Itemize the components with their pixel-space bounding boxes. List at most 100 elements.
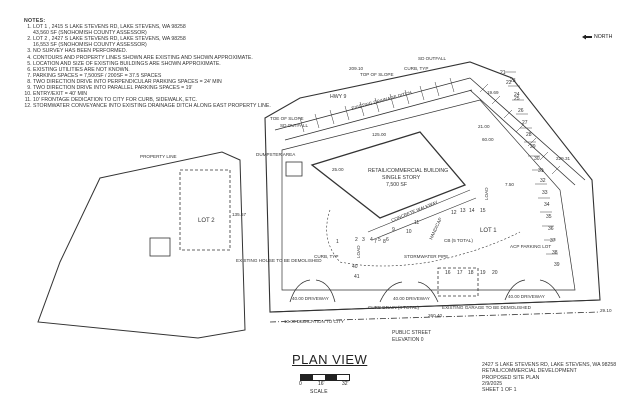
walkway-edge (367, 189, 471, 233)
label-handicap: HANDICAP (428, 217, 443, 241)
label-sd-outfall-top: SD OUTFALL (418, 56, 447, 61)
note-item: EXISTING UTILITIES ARE NOT KNOWN. (33, 67, 324, 73)
building-footprint (310, 131, 467, 219)
lot1-boundary (264, 61, 601, 313)
dumpster-enclosure (285, 161, 303, 177)
stall-number: 20 (492, 270, 498, 276)
label-acp: ACP PARKING LOT (510, 244, 551, 249)
label-dim-125: 125.00 (372, 132, 386, 137)
north-label: NORTH (594, 34, 613, 40)
stall-number: 28 (526, 132, 532, 138)
stall-number: 15 (480, 208, 486, 214)
label-dim-260: 260.40 (428, 313, 442, 318)
label-driveway-2: 40.00 DRIVEWAY (393, 296, 430, 301)
label-dim-21: 21.00 (478, 124, 490, 129)
ditch-line (284, 89, 473, 141)
stall-number: 16 (445, 270, 451, 276)
label-dim-7-5: 7.50 (505, 182, 514, 187)
scale-bar-graphic (300, 374, 350, 381)
stall-number: 18 (468, 270, 474, 276)
label-existing-garage: EXISTING GARAGE TO BE DEMOLISHED (442, 305, 532, 310)
note-item: LOCATION AND SIZE OF EXISTING BUILDINGS … (33, 61, 324, 67)
stall-number: 39 (554, 262, 560, 268)
label-load-1: LOAD (484, 187, 489, 200)
parking-lot-boundary (281, 99, 576, 291)
stall-number: 26 (518, 108, 524, 114)
label-stormwater-pipe: STORMWATER PIPE (404, 254, 448, 259)
label-curb-typ: CURB, TYP (404, 66, 428, 71)
label-sd-outfall-left: SD OUTFALL (280, 123, 309, 128)
stall-number: 23 (510, 78, 516, 84)
parking-stall-numbers: 1 2 3 4 5 6 7 8 9 10 11 12 13 14 15 16 1… (336, 70, 560, 280)
title-block-sheet-title: PROPOSED SITE PLAN (482, 374, 540, 381)
note-text: LOT 1 , 2415 S LAKE STEVENS RD, LAKE STE… (33, 24, 186, 31)
scale-label: SCALE (310, 389, 328, 395)
note-item: ENTRY/EXIT = 40' MIN (33, 91, 324, 97)
scale-ticks: 0 16' 32' (299, 381, 360, 389)
stall-number: 17 (457, 270, 463, 276)
note-item: TWO DIRECTION DRIVE INTO PERPENDICULAR P… (33, 79, 324, 85)
stall-number: 13 (460, 208, 466, 214)
notes-list: LOT 1 , 2415 S LAKE STEVENS RD, LAKE STE… (24, 24, 324, 109)
note-item: PARKING SPACES = 7,500SF / 200SF = 37.5 … (33, 73, 324, 79)
ditch-line (469, 77, 586, 181)
label-dim-135: 135.57 (232, 212, 246, 217)
label-curb-drain: CURB DRAIN (4 TOTAL) (368, 305, 420, 310)
label-driveway-3: 40.00 DRIVEWAY (508, 294, 545, 299)
stall-number: 37 (550, 238, 556, 244)
label-dim-29: 29.10 (600, 308, 612, 313)
label-load-2: LOAD (356, 245, 361, 258)
label-bldg-area: 7,500 SF (386, 182, 407, 188)
street-edge (269, 299, 601, 313)
ditch-line (274, 77, 471, 131)
note-text: 43,560 SF (SNOHOMISH COUNTY ASSESSOR) (33, 30, 147, 37)
stall-number: 5 (378, 237, 381, 243)
stall-number: 36 (548, 226, 554, 232)
note-item: 10' FRONTAGE DEDICATION TO CITY FOR CURB… (33, 97, 324, 103)
slope-hatch (299, 77, 561, 175)
stall-number: 12 (451, 210, 457, 216)
note-item: LOT 2 , 2427 S LAKE STEVENS RD, LAKE STE… (33, 36, 324, 48)
stall-number: 30 (534, 156, 540, 162)
label-ditch: EXISTING DRAINAGE DITCH (351, 90, 412, 111)
note-item: NO SURVEY HAS BEEN PERFORMED. (33, 48, 324, 54)
scale-tick-label: 0 (299, 381, 302, 387)
stormwater-pipe (326, 209, 521, 267)
dedication-line (269, 311, 601, 323)
stall-number: 38 (552, 250, 558, 256)
stall-number: 32 (540, 178, 546, 184)
stall-number: 21 (500, 70, 506, 76)
label-dim-19-69: 19.69 (487, 90, 499, 95)
stall-number: 25 (514, 96, 520, 102)
plan-view-title: PLAN VIEW (292, 352, 368, 367)
scale-tick-label: 16' (318, 381, 325, 387)
label-hwy: HWY 9 (330, 94, 346, 100)
driveway-curve (417, 281, 439, 303)
stall-number: 27 (522, 120, 528, 126)
stall-number: 7 (374, 239, 377, 245)
north-arrow: NORTH (582, 34, 612, 40)
existing-garage (437, 267, 479, 297)
stall-number: 14 (469, 208, 475, 214)
existing-house (179, 169, 231, 251)
label-dumpster: DUMPSTER AREA (256, 152, 296, 157)
notes-block: NOTES: LOT 1 , 2415 S LAKE STEVENS RD, L… (24, 18, 324, 109)
label-building: RETAIL/COMMERCIAL BUILDING (368, 168, 448, 174)
label-toe-of-slope: TOE OF SLOPE (270, 116, 304, 121)
stall-number: 31 (538, 168, 544, 174)
stall-number: 4 (370, 237, 373, 243)
driveway-curve (504, 279, 526, 301)
title-block-sheet-number: SHEET 1 OF 1 (482, 387, 517, 394)
label-lot2: LOT 2 (198, 218, 215, 224)
title-block: 2427 S LAKE STEVENS RD, LAKE STEVENS, WA… (482, 362, 616, 393)
label-top-of-slope: TOP OF SLOPE (360, 72, 394, 77)
stall-number: 34 (544, 202, 550, 208)
stall-number: 3 (362, 237, 365, 243)
ditch-line (469, 89, 576, 186)
stall-number: 24 (514, 92, 520, 98)
label-dedication: 10.00 DEDICATION TO CITY (284, 319, 344, 324)
stall-number: 10 (406, 229, 412, 235)
label-public-street: PUBLIC STREET (392, 330, 431, 336)
